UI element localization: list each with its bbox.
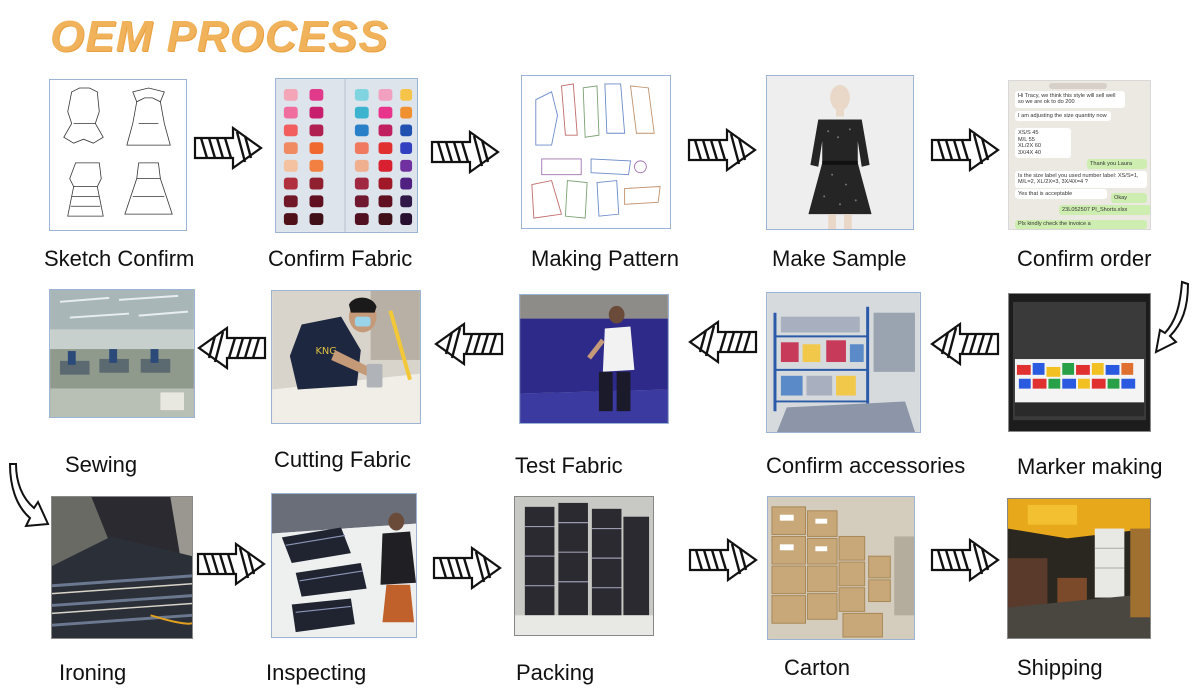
step-label-carton: Carton xyxy=(784,655,850,681)
step-label-confirm-accessories: Confirm accessories xyxy=(766,453,965,479)
make-sample-image xyxy=(766,75,914,230)
confirm-order-chat-image: Hi Tracy, we think this style will sell … xyxy=(1008,80,1151,230)
chat-line: Yes that is acceptable xyxy=(1018,191,1104,197)
inspecting-image xyxy=(271,493,417,638)
chat-line: XL/2X 60 xyxy=(1018,143,1068,150)
arrow-left-icon xyxy=(688,320,758,364)
step-label-sketch-confirm: Sketch Confirm xyxy=(44,246,194,272)
arrow-right-icon xyxy=(930,128,1000,172)
arrow-right-icon xyxy=(196,542,266,586)
arrow-right-icon xyxy=(432,546,502,590)
arrow-right-icon xyxy=(193,126,263,170)
arrow-right-icon xyxy=(930,538,1000,582)
step-label-sewing: Sewing xyxy=(65,452,137,478)
curved-arrow-down-icon xyxy=(1152,280,1192,366)
step-label-cutting-fabric: Cutting Fabric xyxy=(274,447,411,473)
arrow-right-icon xyxy=(687,128,757,172)
step-label-inspecting: Inspecting xyxy=(266,660,366,686)
confirm-accessories-image xyxy=(766,292,921,433)
arrow-right-icon xyxy=(430,130,500,174)
step-label-confirm-order: Confirm order xyxy=(1017,246,1151,272)
curved-arrow-down-icon xyxy=(4,462,54,542)
chat-line: Pls kindly check the invoice a xyxy=(1018,220,1144,228)
step-label-test-fabric: Test Fabric xyxy=(515,453,623,479)
chat-line: Hi Tracy, we think this style will sell … xyxy=(1018,93,1122,106)
test-fabric-image xyxy=(519,294,669,424)
step-label-shipping: Shipping xyxy=(1017,655,1103,681)
carton-image xyxy=(767,496,915,640)
chat-line: Okay xyxy=(1114,195,1144,201)
step-label-ironing: Ironing xyxy=(59,660,126,686)
shipping-image xyxy=(1007,498,1151,639)
packing-image xyxy=(514,496,654,636)
chat-line: I am adjusting the size quantity now xyxy=(1018,113,1108,119)
marker-making-image xyxy=(1008,293,1151,432)
page-title: OEM PROCESS xyxy=(50,12,389,62)
sewing-image xyxy=(49,289,195,418)
chat-line: Thank you Laura xyxy=(1090,161,1144,167)
step-label-marker-making: Marker making xyxy=(1017,454,1162,480)
chat-line: 3X/4X 40 xyxy=(1018,150,1068,157)
arrow-right-icon xyxy=(688,538,758,582)
step-label-make-sample: Make Sample xyxy=(772,246,907,272)
arrow-left-icon xyxy=(434,322,504,366)
chat-line: M/L 55 xyxy=(1018,137,1068,144)
step-label-confirm-fabric: Confirm Fabric xyxy=(268,246,412,272)
chat-line: XS/S 45 xyxy=(1018,130,1068,137)
arrow-left-icon xyxy=(197,326,267,370)
cutting-fabric-image: KNG xyxy=(271,290,421,424)
step-label-making-pattern: Making Pattern xyxy=(531,246,679,272)
confirm-fabric-image xyxy=(275,78,418,233)
chat-line: Is the size label you used number label:… xyxy=(1018,173,1144,186)
ironing-image xyxy=(51,496,193,639)
step-label-packing: Packing xyxy=(516,660,594,686)
arrow-left-icon xyxy=(930,322,1000,366)
making-pattern-image xyxy=(521,75,671,229)
chat-attachment: 23L052507 PI_Shorts.xlsx xyxy=(1062,207,1148,213)
sketch-confirm-image xyxy=(49,79,187,231)
